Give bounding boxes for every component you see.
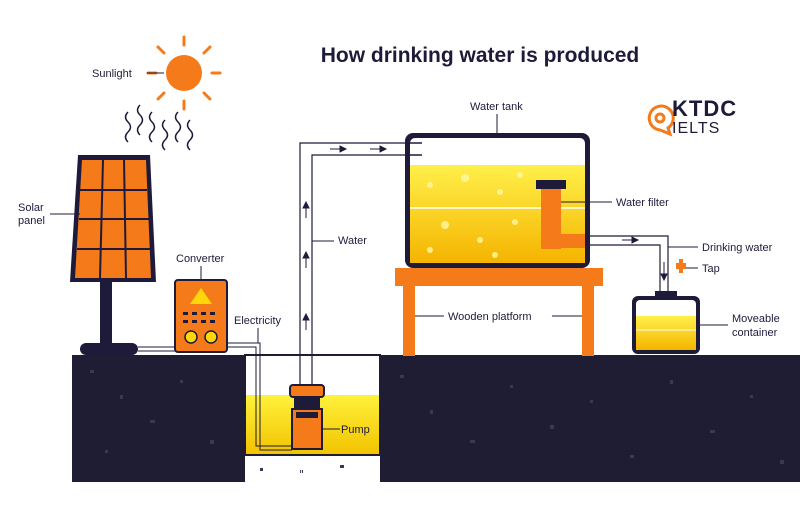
logo-sub: IELTS xyxy=(672,120,721,137)
pump xyxy=(289,384,325,450)
wooden-platform-label: Wooden platform xyxy=(448,311,532,323)
electricity-cable xyxy=(138,342,292,451)
drinking-water-pipe xyxy=(590,235,669,296)
flow-arrow-icon xyxy=(302,145,388,330)
sun-icon xyxy=(146,35,222,111)
solar-panel-label-line2: panel xyxy=(18,215,45,227)
moveable-container-label: Moveable xyxy=(732,313,780,325)
solar-panel xyxy=(70,155,156,355)
heat-waves-icon xyxy=(124,104,194,151)
flow-arrow-icon xyxy=(622,236,668,282)
sunlight-label: Sunlight xyxy=(92,68,132,80)
ground xyxy=(72,355,800,482)
ktdc-logo-icon xyxy=(647,104,675,137)
tap-icon xyxy=(676,259,686,273)
converter-label: Converter xyxy=(176,253,225,265)
pump-label: Pump xyxy=(341,424,370,436)
logo: KTDC IELTS xyxy=(672,98,737,138)
underground-well-label: Underground well xyxy=(264,465,350,477)
moveable-container xyxy=(632,291,700,354)
water-pipe xyxy=(299,142,415,385)
electricity-label: Electricity xyxy=(234,315,282,327)
moveable-container-label-line2: container xyxy=(732,327,778,339)
solar-panel-label: Solar xyxy=(18,202,44,214)
water-tank-label: Water tank xyxy=(470,101,523,113)
logo-brand: KTDC xyxy=(672,96,738,121)
wooden-platform xyxy=(395,268,603,356)
page-title: How drinking water is produced xyxy=(320,44,640,67)
converter xyxy=(174,279,228,353)
water-label: Water xyxy=(338,235,367,247)
drinking-water-label: Drinking water xyxy=(702,242,773,254)
water-filter xyxy=(536,180,585,249)
water-filter-label: Water filter xyxy=(616,197,669,209)
tap-label: Tap xyxy=(702,263,720,275)
